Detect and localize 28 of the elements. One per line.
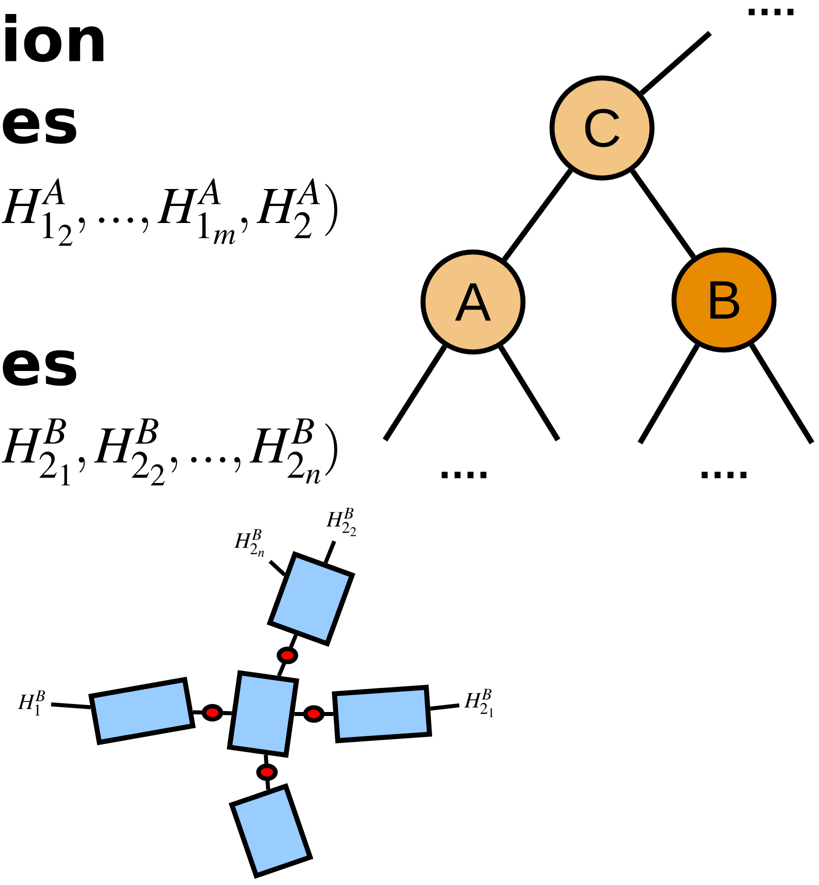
tensor-box <box>332 684 432 744</box>
leg-label: $H_{2_{n}}^{B}$ <box>234 529 264 557</box>
leg-label: $H_{1}^{B}$ <box>18 690 46 716</box>
bond-with-dot <box>294 705 334 723</box>
tree-branch <box>630 169 696 259</box>
leg-label: $H_{2_{2}}^{B}$ <box>326 508 356 536</box>
tensor-leg <box>430 703 460 711</box>
ellipsis: .... <box>442 472 486 478</box>
heading-fragment: es <box>2 108 76 144</box>
bond-with-dot <box>192 704 232 722</box>
heading-fragment: es <box>2 350 76 386</box>
leg-label: $H_{2_{1}}^{B}$ <box>464 688 494 718</box>
tree-branch <box>638 344 700 444</box>
tree-branch <box>382 344 448 442</box>
formula: $H_{1_{2}}^{A},...,H_{1_{m}}^{A},H_{2}^{A})$ <box>2 178 338 246</box>
bond-with-dot <box>276 634 298 677</box>
formula: $H_{2_{1}}^{B},H_{2_{2}}^{B},...,H_{2_{n}}^{B})$ <box>2 418 338 486</box>
tensor-leg <box>324 540 336 564</box>
tree-branch <box>502 168 573 262</box>
tree-branch <box>640 30 712 96</box>
tree-branch <box>749 343 814 444</box>
ellipsis: .... <box>748 8 794 16</box>
tensor-leg <box>50 702 91 710</box>
heading-fragment: ion <box>5 14 104 62</box>
tensor-leg <box>268 560 286 576</box>
bond-with-dot <box>256 754 278 790</box>
tree-branch <box>498 345 560 442</box>
ellipsis: .... <box>702 472 746 478</box>
